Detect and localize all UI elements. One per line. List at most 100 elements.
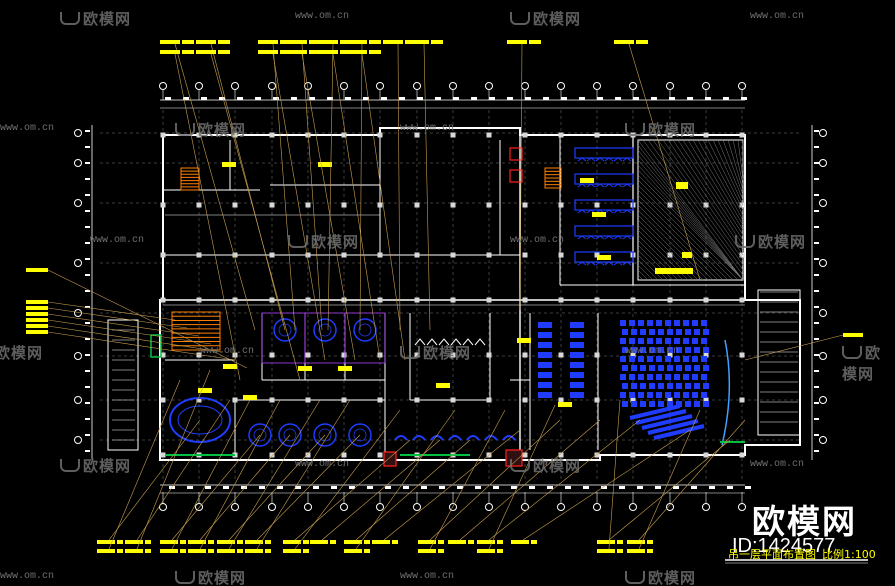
callout-label (280, 40, 292, 44)
dimension-tick-label (727, 486, 733, 489)
auditorium-seat (629, 320, 635, 326)
structural-column (232, 132, 238, 138)
lounge-seat (538, 372, 552, 378)
auditorium-seat (631, 383, 637, 389)
auditorium-seat (622, 365, 628, 371)
dimension-tick-label (85, 226, 90, 228)
grid-axis-bubble (819, 436, 827, 444)
structural-column (414, 202, 420, 208)
callout-label (409, 40, 429, 44)
dimension-tick-label (489, 97, 495, 100)
callout-label (208, 549, 214, 553)
leader-line (47, 307, 188, 329)
callout-label (26, 330, 48, 334)
blue-chair (595, 235, 605, 240)
structural-column (630, 297, 636, 303)
structural-column (377, 452, 383, 458)
dimension-tick-label (85, 290, 90, 292)
callout-label (448, 540, 466, 544)
structural-column (269, 297, 275, 303)
structural-column (486, 202, 492, 208)
blue-chair (613, 261, 623, 266)
structural-column (739, 397, 745, 403)
dimension-tick-label (687, 97, 693, 100)
grid-axis-bubble (74, 159, 82, 167)
room-tag (318, 162, 332, 167)
dimension-tick-label (814, 162, 819, 164)
dimension-tick-label (277, 486, 283, 489)
room-tag (338, 366, 352, 371)
structural-column (558, 202, 564, 208)
auditorium-seat-row (629, 404, 681, 420)
dimension-tick-label (814, 146, 819, 148)
structural-column (196, 252, 202, 258)
auditorium-seat (674, 320, 680, 326)
blue-chair (595, 261, 605, 266)
hatch-line (637, 174, 744, 281)
callout-label (303, 549, 309, 553)
stage-curve (721, 339, 731, 446)
dimension-tick-label (381, 97, 387, 100)
lobby-seat (466, 435, 480, 441)
callout-label (26, 324, 48, 328)
dimension-tick-label (237, 97, 243, 100)
structural-column (269, 252, 275, 258)
dimension-tick-label (85, 338, 90, 340)
grid-axis-bubble (268, 82, 276, 90)
leader-line (199, 399, 281, 550)
blue-chair (586, 235, 596, 240)
auditorium-seat (685, 329, 691, 335)
grid-axis-bubble (819, 129, 827, 137)
leader-line (136, 369, 211, 550)
dimension-tick-label (327, 97, 333, 100)
sofa-logo-icon (625, 123, 645, 136)
dimension-tick-label (745, 486, 751, 489)
structural-column (558, 452, 564, 458)
elevator-box (509, 147, 523, 161)
structural-column (667, 397, 673, 403)
watermark-url: www.om.cn (750, 459, 805, 470)
auditorium-seat (640, 347, 646, 353)
auditorium-seat (647, 392, 653, 398)
dimension-tick-label (85, 386, 90, 388)
auditorium-seat (703, 365, 709, 371)
hatch-line (672, 139, 744, 246)
grid-axis-bubble (629, 82, 637, 90)
sofa-logo-icon (400, 346, 420, 359)
callout-label (26, 312, 48, 316)
room-tag (558, 402, 572, 407)
structural-column (486, 352, 492, 358)
callout-label (196, 50, 216, 54)
leader-line (174, 53, 241, 381)
round-dining-table (278, 423, 302, 447)
auditorium-seat (683, 320, 689, 326)
auditorium-seat (703, 383, 709, 389)
leader-line (294, 409, 401, 550)
grid-axis-bubble (819, 199, 827, 207)
structural-column (558, 352, 564, 358)
structural-column (414, 297, 420, 303)
structural-column (341, 132, 347, 138)
blue-table (574, 173, 634, 185)
structural-column (486, 132, 492, 138)
dimension-tick-label (475, 486, 481, 489)
stair-outline (544, 167, 562, 189)
grid-axis-bubble (159, 82, 167, 90)
dimension-tick-label (525, 97, 531, 100)
auditorium-seat (647, 338, 653, 344)
auditorium-seat (622, 329, 628, 335)
structural-column (558, 132, 564, 138)
callout-label (843, 333, 863, 337)
dimension-tick-label (814, 130, 819, 132)
auditorium-seat (638, 374, 644, 380)
callout-label (383, 40, 403, 44)
leader-line (744, 334, 844, 361)
leader-line (488, 419, 641, 541)
hatch-line (637, 144, 744, 281)
dimension-tick-label (183, 97, 189, 100)
structural-column (739, 132, 745, 138)
lounge-seat (570, 342, 584, 348)
auditorium-seat (658, 401, 664, 407)
dimension-tick-label (201, 97, 207, 100)
auditorium-seat (638, 392, 644, 398)
